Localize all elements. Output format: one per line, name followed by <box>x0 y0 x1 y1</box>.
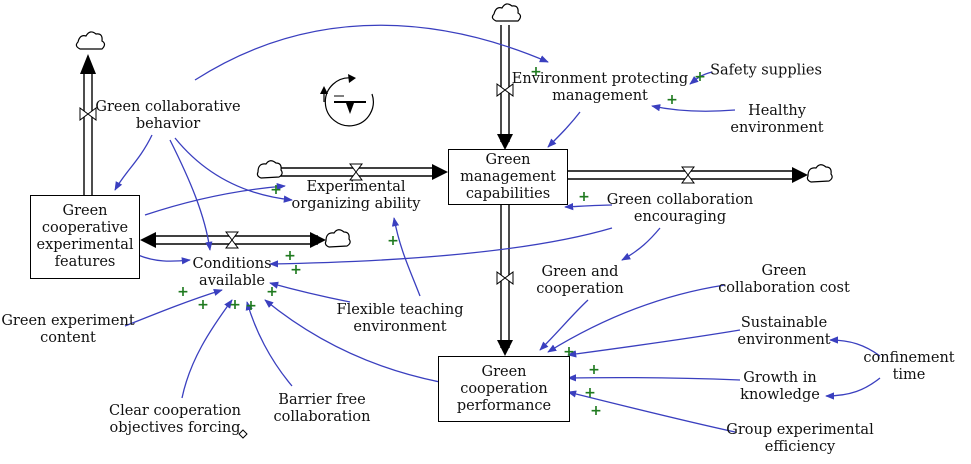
polarity-plus: + <box>578 189 590 205</box>
valve-icon <box>496 271 514 285</box>
polarity-plus: + <box>197 297 209 313</box>
cloud-icon <box>75 31 106 50</box>
polarity-plus: + <box>387 233 399 249</box>
polarity-plus: + <box>530 64 542 80</box>
valve-icon <box>496 83 514 97</box>
polarity-plus: + <box>266 284 278 300</box>
cloud-icon <box>806 164 833 183</box>
polarity-plus: + <box>590 403 602 419</box>
cloud-icon <box>256 160 283 179</box>
var-green-collaboration-cost[interactable]: Green collaboration cost <box>718 263 850 296</box>
stock-green-cooperation-performance[interactable]: Green cooperation performance <box>438 356 570 422</box>
cloud-icon <box>324 229 351 248</box>
valve-icon <box>79 107 97 121</box>
polarity-plus: + <box>694 69 706 85</box>
flow-environment-protecting-management[interactable]: Environment protecting management <box>511 71 689 104</box>
valve-icon <box>349 163 363 181</box>
var-growth-in-knowledge[interactable]: Growth in knowledge <box>740 370 820 403</box>
var-green-experiment-content[interactable]: Green experiment content <box>1 313 135 346</box>
balancing-loop-icon <box>320 74 374 127</box>
var-group-experimental-efficiency[interactable]: Group experimental efficiency <box>726 422 874 455</box>
polarity-plus: + <box>229 297 241 313</box>
var-barrier-free-collaboration[interactable]: Barrier free collaboration <box>273 392 371 425</box>
polarity-plus: + <box>666 92 678 108</box>
polarity-plus: + <box>588 362 600 378</box>
polarity-plus: + <box>177 284 189 300</box>
polarity-plus: + <box>284 248 296 264</box>
cloud-icon <box>491 3 522 22</box>
shadow-variable-marker <box>238 429 248 439</box>
var-flexible-teaching-environment[interactable]: Flexible teaching environment <box>336 302 464 335</box>
polarity-plus: + <box>270 182 282 198</box>
valve-icon <box>225 231 239 249</box>
polarity-plus: + <box>290 262 302 278</box>
var-safety-supplies[interactable]: Safety supplies <box>710 62 822 79</box>
stock-green-management-capabilities[interactable]: Green management capabilities <box>448 149 568 205</box>
var-confinement-time[interactable]: confinement time <box>863 350 955 383</box>
causal-links <box>114 24 881 433</box>
pipe-encouraging-outflow <box>568 167 808 183</box>
flow-experimental-organizing-ability[interactable]: Experimental organizing ability <box>291 179 421 212</box>
pipe-behavior-outflow <box>80 54 96 195</box>
polarity-plus: + <box>563 344 575 360</box>
flow-green-collaborative-behavior[interactable]: Green collaborative behavior <box>95 99 241 132</box>
flow-conditions-available[interactable]: Conditions available <box>192 256 272 289</box>
stock-green-cooperative-experimental-features[interactable]: Green cooperative experimental features <box>30 195 140 279</box>
var-clear-cooperation-objectives-forcing[interactable]: Clear cooperation objectives forcing <box>108 403 242 436</box>
flow-green-collaboration-encouraging[interactable]: Green collaboration encouraging <box>606 192 754 225</box>
polarity-plus: + <box>584 385 596 401</box>
polarity-plus: + <box>245 298 257 314</box>
var-healthy-environment[interactable]: Healthy environment <box>730 103 824 136</box>
var-sustainable-environment[interactable]: Sustainable environment <box>737 315 831 348</box>
flow-green-and-cooperation[interactable]: Green and cooperation <box>536 264 624 297</box>
valve-icon <box>681 166 695 184</box>
